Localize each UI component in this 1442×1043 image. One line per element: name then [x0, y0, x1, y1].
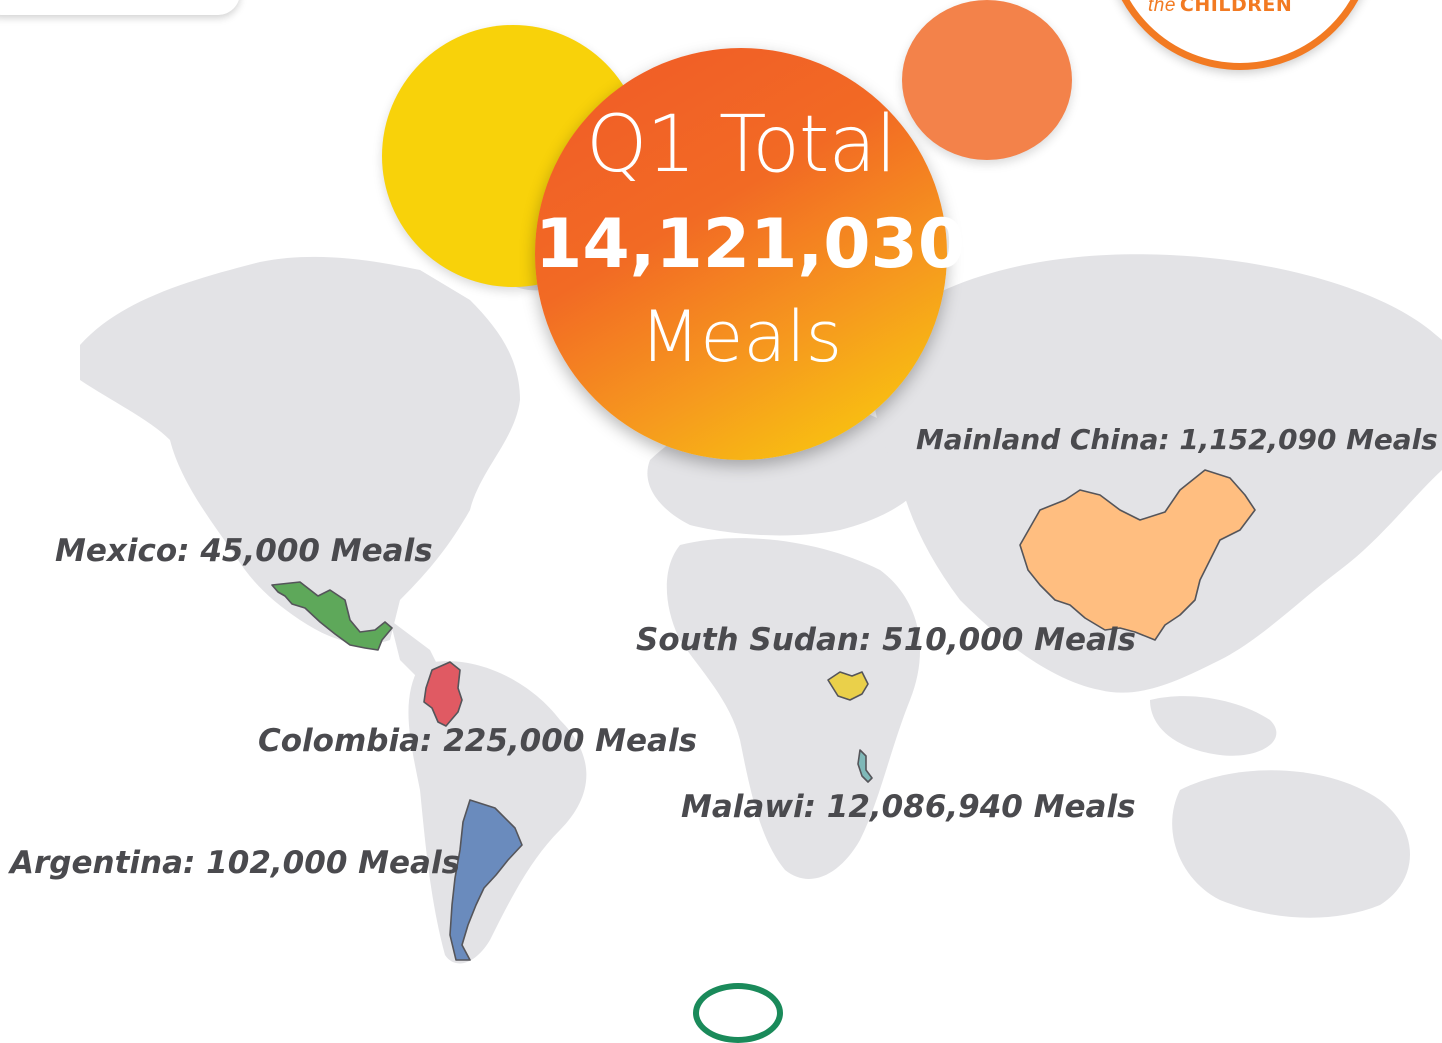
total-circle [535, 48, 947, 460]
logo-prefix: the [1148, 0, 1176, 16]
orange-circle [902, 0, 1072, 160]
label-south-sudan: South Sudan: 510,000 Meals [636, 622, 1136, 658]
total-amount: 14,121,030 [535, 205, 966, 284]
landmass-japan [1278, 466, 1311, 541]
landmass-asia [871, 254, 1442, 693]
country-shape-malawi [857, 749, 873, 783]
country-shape-china [1019, 469, 1256, 641]
landmass-australia [1172, 770, 1410, 918]
landmass-southeast-asia [1150, 696, 1277, 756]
background-landmasses [80, 129, 1442, 964]
label-colombia: Colombia: 225,000 Meals [258, 723, 698, 759]
label-china: Mainland China: 1,152,090 Meals [916, 423, 1438, 456]
total-unit: Meals [639, 296, 843, 378]
label-mexico: Mexico: 45,000 Meals [55, 533, 433, 569]
country-shape-south-sudan [827, 671, 869, 701]
top-left-card [0, 0, 240, 15]
country-shape-colombia [423, 661, 463, 727]
highlighted-countries [271, 469, 1256, 961]
logo-word: CHILDREN [1179, 0, 1293, 16]
world-map [80, 129, 1442, 964]
landmass-north-america [80, 256, 520, 644]
bottom-green-arc [693, 983, 783, 1043]
label-malawi: Malawi: 12,086,940 Meals [681, 789, 1136, 825]
total-heading: Q1 Total [586, 100, 897, 190]
label-argentina: Argentina: 102,000 Meals [10, 845, 461, 881]
country-shape-mexico [271, 581, 393, 651]
country-shape-argentina [449, 799, 523, 961]
landmass-africa [666, 538, 920, 879]
